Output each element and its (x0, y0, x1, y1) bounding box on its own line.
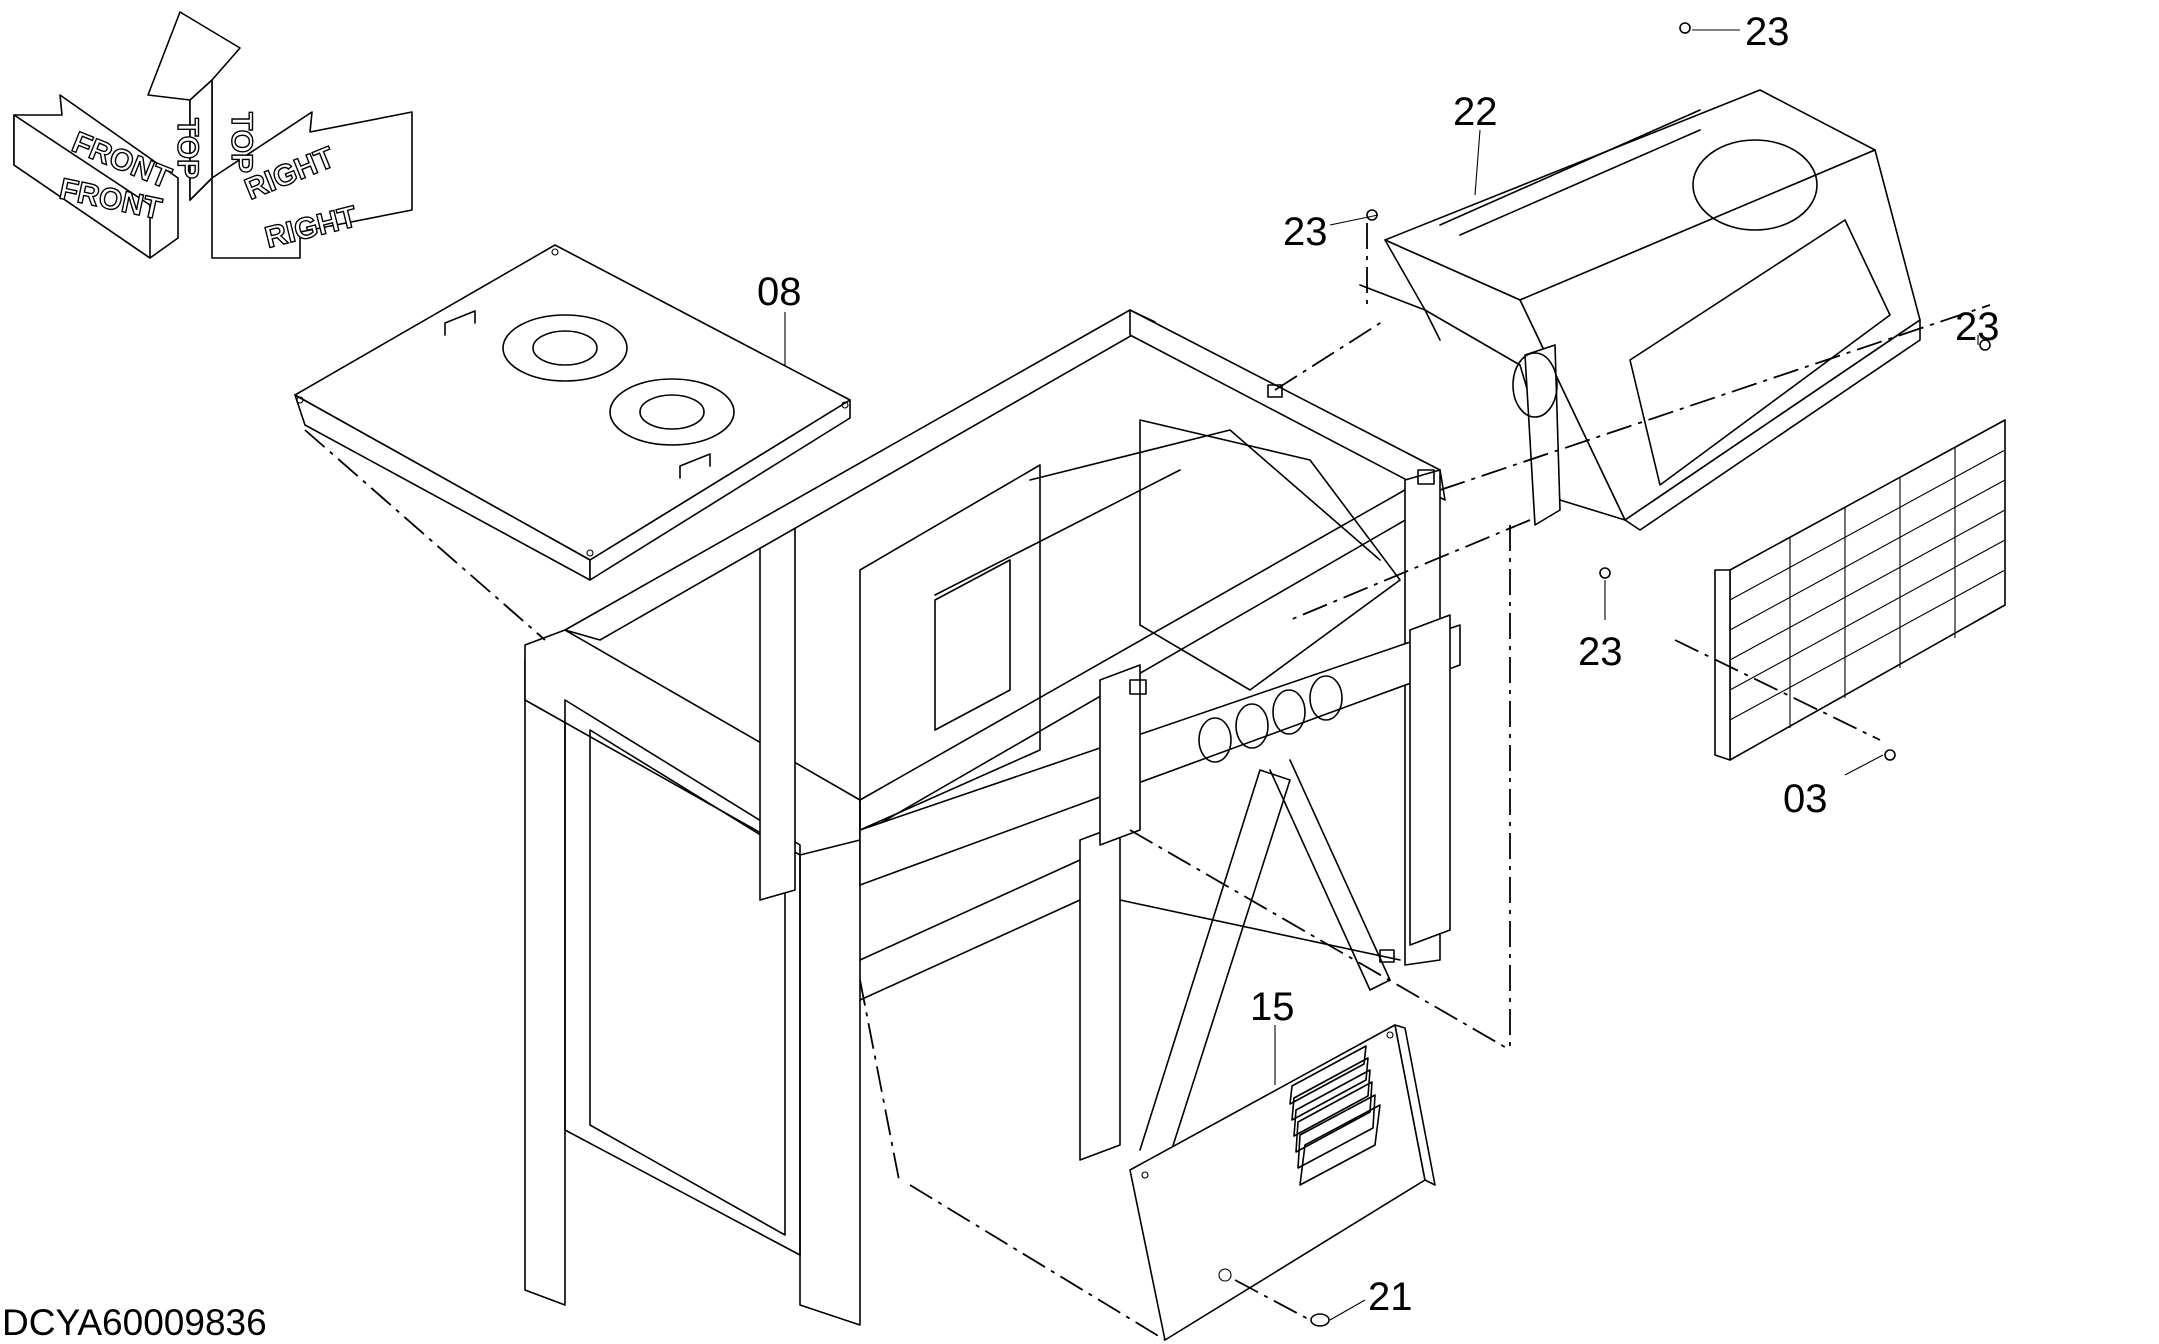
louver-vents (1289, 1045, 1381, 1186)
main-frame (524, 309, 1461, 1326)
callout-23-left: 23 (1283, 210, 1328, 254)
hood-duct-assembly (1359, 89, 1921, 531)
bolt-icon (1679, 22, 1691, 34)
callout-23-lower: 23 (1578, 630, 1623, 674)
assembly-guide-lines (304, 223, 1991, 1341)
callout-labels: 08 22 23 23 23 23 03 15 21 (757, 10, 2000, 1319)
orientation-indicator: FRONT FRONT TOP TOP RIGHT RIGHT (13, 11, 413, 259)
orientation-top-label-right: TOP (225, 112, 258, 173)
callout-08: 08 (757, 270, 802, 314)
callout-03: 03 (1783, 777, 1828, 821)
callout-23-top: 23 (1745, 10, 1790, 54)
nut-icon (1310, 1313, 1330, 1327)
bolt-icon (1884, 749, 1896, 761)
bolt-icon (1979, 339, 1991, 351)
drawing-code: DCYA60009836 (2, 1302, 267, 1343)
callout-22: 22 (1453, 90, 1498, 134)
callout-15: 15 (1250, 985, 1295, 1029)
callout-23-right: 23 (1955, 305, 2000, 349)
side-door-panel (1129, 1024, 1436, 1341)
orientation-top-label: TOP (171, 118, 204, 179)
callout-leaders (784, 29, 1979, 1321)
rear-grille-panel (1714, 419, 2006, 761)
top-cover-panel (294, 244, 851, 581)
callout-21: 21 (1368, 1275, 1413, 1319)
bolt-icon (1599, 567, 1611, 579)
fasteners (1310, 22, 1991, 1327)
grille-bars (1729, 448, 2006, 728)
